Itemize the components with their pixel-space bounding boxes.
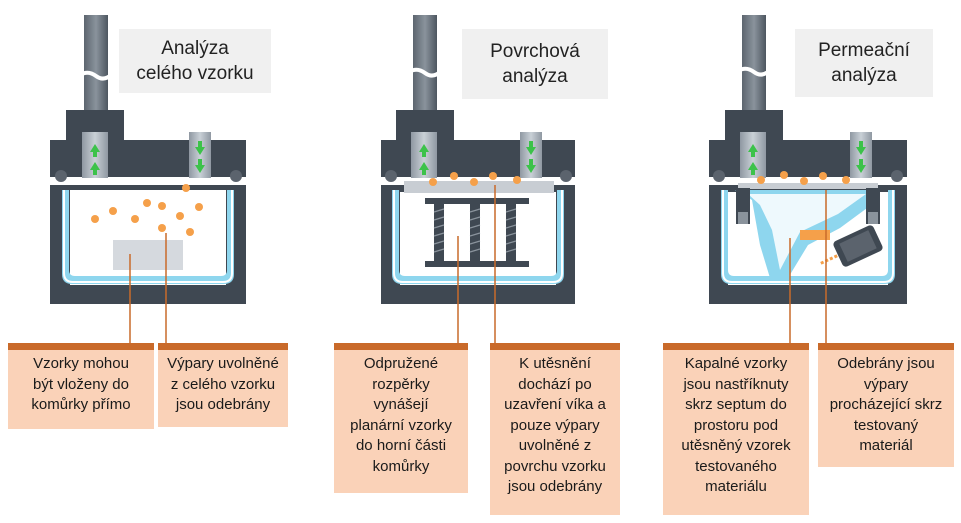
- panel-3-title: Permeační analýza: [795, 29, 933, 97]
- panel-2-diagram: [381, 15, 575, 343]
- panel-1-title: Analýza celého vzorku: [119, 29, 271, 93]
- panel-1-note-left: Vzorky mohou být vloženy do komůrky přím…: [8, 343, 154, 429]
- panel-3-note-right: Odebrány jsou výpary procházející skrz t…: [818, 343, 954, 467]
- panel-2-note-right: K utěsnění dochází po uzavření víka a po…: [490, 343, 620, 515]
- panel-3-diagram: [709, 15, 907, 343]
- panel-1-diagram: [50, 15, 246, 343]
- panel-2-note-left: Odpružené rozpěrky vynášejí planární vzo…: [334, 343, 468, 493]
- panel-2-title: Povrchová analýza: [462, 29, 608, 99]
- panel-1-note-right: Výpary uvolněné z celého vzorku jsou ode…: [158, 343, 288, 427]
- panel-3-note-left: Kapalné vzorky jsou nastříknuty skrz sep…: [663, 343, 809, 515]
